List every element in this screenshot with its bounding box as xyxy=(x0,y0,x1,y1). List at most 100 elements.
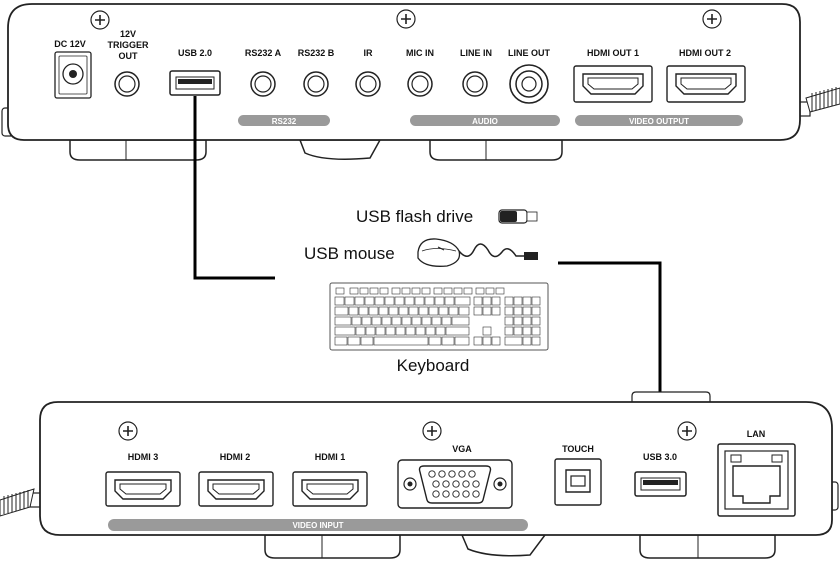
keyboard-key xyxy=(421,316,432,326)
keyboard-key xyxy=(491,336,501,346)
keyboard-key xyxy=(384,296,395,306)
keyboard-key xyxy=(355,326,366,336)
keyboard-key xyxy=(391,316,402,326)
audio-group-label: AUDIO xyxy=(472,117,498,126)
keyboard-key xyxy=(418,306,429,316)
rs232-group-label: RS232 xyxy=(272,117,297,126)
keyboard-key xyxy=(463,287,473,295)
keyboard-key xyxy=(451,316,470,326)
keyboard-key xyxy=(394,296,405,306)
vga-pin xyxy=(442,480,450,488)
vga-pin xyxy=(472,490,480,498)
dc-jack-port xyxy=(54,51,92,99)
keyboard-key xyxy=(411,287,421,295)
hdmi-out2-label: HDMI OUT 2 xyxy=(679,48,731,58)
keyboard-key xyxy=(504,326,514,336)
trigger-out-port xyxy=(114,71,140,97)
top-foot-middle xyxy=(298,139,382,160)
vga-pin xyxy=(432,480,440,488)
screw-icon xyxy=(90,10,110,30)
keyboard-key xyxy=(401,316,412,326)
hdmi3-label: HDMI 3 xyxy=(128,452,159,462)
keyboard-key xyxy=(495,287,505,295)
keyboard-key xyxy=(482,296,492,306)
usb-mouse-icon xyxy=(417,238,538,267)
keyboard-key xyxy=(405,326,416,336)
keyboard-key xyxy=(531,336,541,346)
keyboard-key xyxy=(359,287,369,295)
keyboard-key xyxy=(415,326,426,336)
flash-drive-label: USB flash drive xyxy=(356,207,473,226)
bottom-device: HDMI 3 HDMI 2 HDMI 1 VGA TOUCH USB 3.0 L… xyxy=(0,391,839,559)
keyboard-key xyxy=(334,316,352,326)
keyboard-key xyxy=(531,296,541,306)
keyboard-key xyxy=(414,296,425,306)
vga-pin xyxy=(452,480,460,488)
mic-in-label: MIC IN xyxy=(406,48,434,58)
keyboard-key xyxy=(369,287,379,295)
keyboard-key xyxy=(473,336,483,346)
rs232b-label: RS232 B xyxy=(298,48,335,58)
keyboard-key xyxy=(334,326,356,336)
keyboard-key xyxy=(531,326,541,336)
keyboard-key xyxy=(438,306,449,316)
keyboard-key xyxy=(513,316,523,326)
hdmi-out1-label: HDMI OUT 1 xyxy=(587,48,639,58)
screw-icon xyxy=(422,421,442,441)
lan-label: LAN xyxy=(747,429,766,439)
keyboard-key xyxy=(348,306,359,316)
keyboard-key xyxy=(401,287,411,295)
keyboard-key xyxy=(334,296,345,306)
keyboard-key xyxy=(513,296,523,306)
usb-flash-drive-icon xyxy=(498,209,538,224)
lan-port xyxy=(717,443,796,517)
keyboard-key xyxy=(513,306,523,316)
video-input-group-label: VIDEO INPUT xyxy=(292,521,343,530)
screw-icon xyxy=(677,421,697,441)
keyboard-key xyxy=(522,296,532,306)
top-foot-right xyxy=(429,139,563,161)
line-out-port xyxy=(509,64,549,104)
keyboard-key xyxy=(473,306,483,316)
keyboard-key xyxy=(444,296,455,306)
keyboard-key xyxy=(433,287,443,295)
trigger-label-line3: OUT xyxy=(119,51,139,61)
trigger-label-line2: TRIGGER xyxy=(107,40,149,50)
touch-port xyxy=(554,458,602,506)
vga-pin xyxy=(442,490,450,498)
hdmi1-label: HDMI 1 xyxy=(315,452,346,462)
keyboard-key xyxy=(351,316,362,326)
keyboard-key xyxy=(354,296,365,306)
keyboard-key xyxy=(408,306,419,316)
keyboard-key xyxy=(365,326,376,336)
vga-pin xyxy=(448,470,456,478)
vga-pin xyxy=(458,470,466,478)
vga-label: VGA xyxy=(452,444,472,454)
vga-pin xyxy=(462,490,470,498)
keyboard-key xyxy=(368,306,379,316)
keyboard-key xyxy=(441,336,455,346)
ir-label: IR xyxy=(364,48,374,58)
keyboard-key xyxy=(522,336,532,346)
usb30-label: USB 3.0 xyxy=(643,452,677,462)
keyboard-label: Keyboard xyxy=(397,356,470,375)
keyboard-key xyxy=(531,306,541,316)
ir-port xyxy=(355,71,381,97)
keyboard-key xyxy=(371,316,382,326)
keyboard-key xyxy=(395,326,406,336)
keyboard-key xyxy=(424,296,435,306)
keyboard-key xyxy=(453,287,463,295)
line-out-label: LINE OUT xyxy=(508,48,551,58)
screw-icon xyxy=(702,9,722,29)
touch-label: TOUCH xyxy=(562,444,594,454)
keyboard-key xyxy=(358,306,369,316)
keyboard-key xyxy=(482,306,492,316)
audio-group-bar xyxy=(410,115,560,126)
keyboard-key xyxy=(374,296,385,306)
vga-pin xyxy=(432,490,440,498)
keyboard-key xyxy=(388,306,399,316)
keyboard-key xyxy=(379,287,389,295)
keyboard-key xyxy=(522,326,532,336)
keyboard-key xyxy=(404,296,415,306)
